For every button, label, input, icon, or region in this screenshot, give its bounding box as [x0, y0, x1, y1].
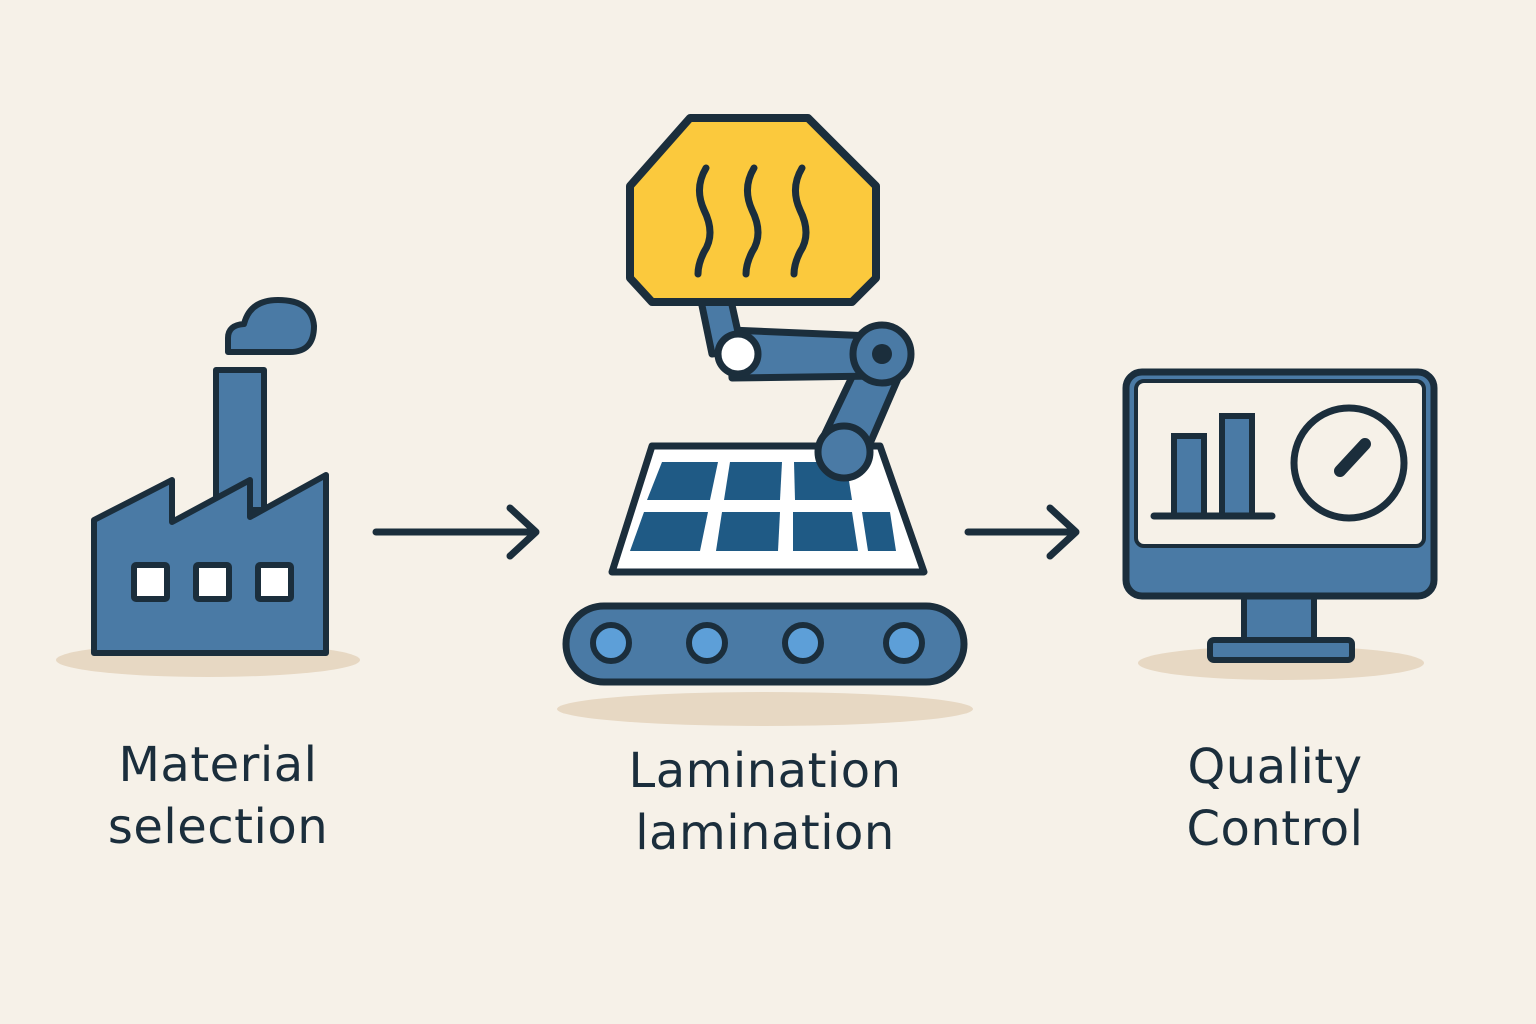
- heat-waves-icon: [694, 164, 810, 278]
- robot-shadow: [557, 692, 973, 726]
- conveyor-belt: [562, 602, 968, 686]
- step-label-line: selection: [107, 799, 329, 855]
- factory-window: [193, 562, 232, 602]
- step-label-line: Material: [118, 737, 318, 793]
- robot-wrist: [814, 422, 874, 482]
- smoke-cloud-icon: [225, 297, 317, 355]
- bar-chart-icon: [1150, 413, 1276, 520]
- conveyor-rollers: [590, 622, 925, 664]
- factory-window: [255, 562, 294, 602]
- robot-shoulder: [714, 330, 762, 378]
- gauge-icon: [1290, 404, 1408, 522]
- step-label-line: Lamination: [628, 743, 902, 799]
- arrow-right-icon: [372, 504, 540, 560]
- step-label-quality-control: Quality Control: [1125, 736, 1425, 860]
- step-label-line: Control: [1186, 801, 1364, 857]
- step-label-lamination: Lamination lamination: [565, 740, 965, 864]
- factory-window: [131, 562, 170, 602]
- quality-monitor-icon: [1122, 368, 1438, 680]
- step-label-line: lamination: [635, 805, 895, 861]
- lamination-robot-icon: [557, 114, 973, 726]
- factory-icon: [56, 297, 360, 677]
- step-label-line: Quality: [1187, 739, 1363, 795]
- solar-cells: [630, 462, 896, 551]
- arrow-right-icon: [964, 504, 1080, 560]
- monitor-base: [1207, 637, 1355, 663]
- robot-joint-center: [872, 344, 892, 364]
- step-label-material-selection: Material selection: [68, 734, 368, 858]
